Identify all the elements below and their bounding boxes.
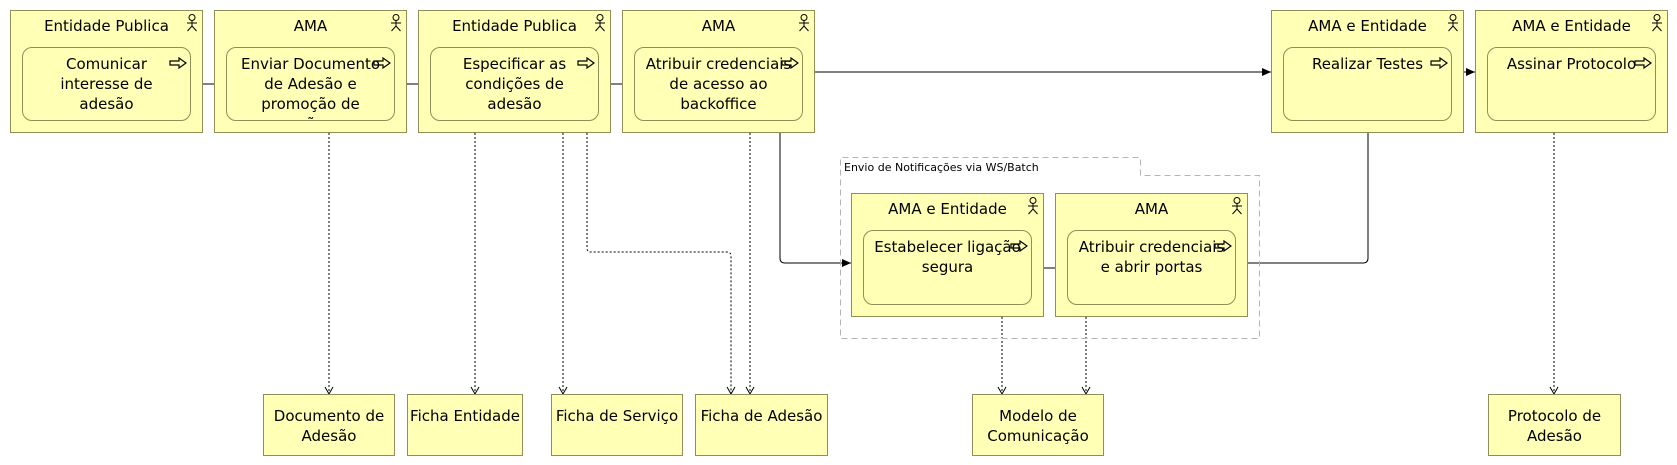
- notification-group: Envio de Notificações via WS/Batch: [840, 157, 1260, 339]
- lane-title: AMA: [701, 17, 736, 35]
- process-arrow-icon: [169, 54, 188, 70]
- group-label: Envio de Notificações via WS/Batch: [844, 161, 1039, 174]
- process-label-line: de Adesão e: [264, 75, 357, 93]
- data-object-label: Comunicação: [987, 427, 1089, 445]
- data-object-label: Adesão: [1527, 427, 1582, 445]
- process-arrow-icon: [577, 54, 596, 70]
- process-label-line: backoffice: [680, 95, 757, 113]
- process-label: Atribuir credenciais de acesso ao backoffi…: [641, 54, 796, 114]
- process-label-line: interesse de: [60, 75, 153, 93]
- lane-title: AMA e Entidade: [1308, 17, 1427, 35]
- process-label-line: segura: [921, 258, 974, 276]
- process-label-line: Estabelecer ligação: [874, 238, 1021, 256]
- process-arrow-icon: [1634, 54, 1653, 70]
- process-label: Estabelecer ligação segura: [870, 237, 1025, 277]
- process-arrow-icon: [1010, 237, 1029, 253]
- lane-title: Entidade Publica: [452, 17, 577, 35]
- lane-title: AMA e Entidade: [1512, 17, 1631, 35]
- actor-icon: [186, 14, 198, 32]
- data-object-label: Ficha Entidade: [410, 407, 520, 425]
- process-label-line: Atribuir credenciais: [1078, 238, 1225, 256]
- process-label-line: de acesso ao: [669, 75, 768, 93]
- process-box[interactable]: Especificar as condições de adesão: [430, 47, 599, 121]
- flow-connector: [1248, 121, 1372, 264]
- process-label-line: Assinar Protocolo: [1506, 55, 1637, 73]
- process-label-line: Comunicar: [65, 55, 148, 73]
- process-label-line: Realizar Testes: [1311, 55, 1424, 73]
- process-label-line: Atribuir credenciais: [645, 55, 792, 73]
- lane-title: AMA e Entidade: [888, 200, 1007, 218]
- process-label-line: adesão: [79, 95, 134, 113]
- process-label: Assinar Protocolo: [1494, 54, 1649, 74]
- process-arrow-icon: [373, 54, 392, 70]
- process-arrow-icon: [781, 54, 800, 70]
- process-label-line: adesão: [487, 95, 542, 113]
- process-label-line: condições de: [465, 75, 564, 93]
- process-label-line: promoção de: [261, 95, 360, 113]
- process-label: Realizar Testes: [1290, 54, 1445, 74]
- flow-connector: [779, 133, 851, 267]
- process-label: Atribuir credenciais e abrir portas: [1074, 237, 1229, 277]
- process-label-line: Especificar as: [462, 55, 567, 73]
- process-label-line: e abrir portas: [1100, 258, 1203, 276]
- actor-icon: [390, 14, 402, 32]
- process-label-line: ações: [233, 114, 388, 120]
- data-object-label: Ficha de Adesão: [700, 407, 823, 425]
- data-object[interactable]: Modelo de Comunicação: [972, 394, 1104, 456]
- data-object[interactable]: Ficha de Adesão: [695, 394, 828, 456]
- actor-icon: [1027, 197, 1039, 215]
- data-object[interactable]: Ficha Entidade: [407, 394, 523, 456]
- process-label: Especificar as condições de adesão: [437, 54, 592, 114]
- data-object-label: Adesão: [301, 427, 357, 445]
- process-box[interactable]: Estabelecer ligação segura: [863, 230, 1032, 305]
- process-arrow-icon: [1214, 237, 1233, 253]
- data-object[interactable]: Protocolo de Adesão: [1488, 394, 1621, 456]
- lane-title: AMA: [293, 17, 328, 35]
- process-box[interactable]: Comunicar interesse de adesão: [22, 47, 191, 121]
- process-box[interactable]: Assinar Protocolo: [1487, 47, 1656, 121]
- process-box[interactable]: Atribuir credenciais e abrir portas: [1067, 230, 1236, 305]
- data-object-label: Modelo de: [999, 407, 1077, 425]
- actor-icon: [1447, 14, 1459, 32]
- data-object[interactable]: Ficha de Serviço: [551, 394, 683, 456]
- process-box[interactable]: Atribuir credenciais de acesso ao backoffi…: [634, 47, 803, 121]
- process-arrow-icon: [1430, 54, 1449, 70]
- process-label: Comunicar interesse de adesão: [29, 54, 184, 114]
- process-box[interactable]: Realizar Testes: [1283, 47, 1452, 121]
- actor-icon: [594, 14, 606, 32]
- lane-title: AMA: [1134, 200, 1169, 218]
- actor-icon: [798, 14, 810, 32]
- data-object-label: Protocolo de: [1507, 407, 1602, 425]
- data-object-label: Documento de: [273, 407, 385, 425]
- process-label-line: Enviar Documento: [240, 55, 381, 73]
- data-object[interactable]: Documento de Adesão: [263, 394, 395, 456]
- process-box[interactable]: Enviar Documento de Adesão e promoção deaç…: [226, 47, 395, 121]
- data-object-label: Ficha de Serviço: [555, 407, 679, 425]
- process-label: Enviar Documento de Adesão e promoção deaç…: [233, 54, 388, 120]
- lane-title: Entidade Publica: [44, 17, 169, 35]
- actor-icon: [1231, 197, 1243, 215]
- actor-icon: [1651, 14, 1663, 32]
- access-connector: [586, 121, 736, 396]
